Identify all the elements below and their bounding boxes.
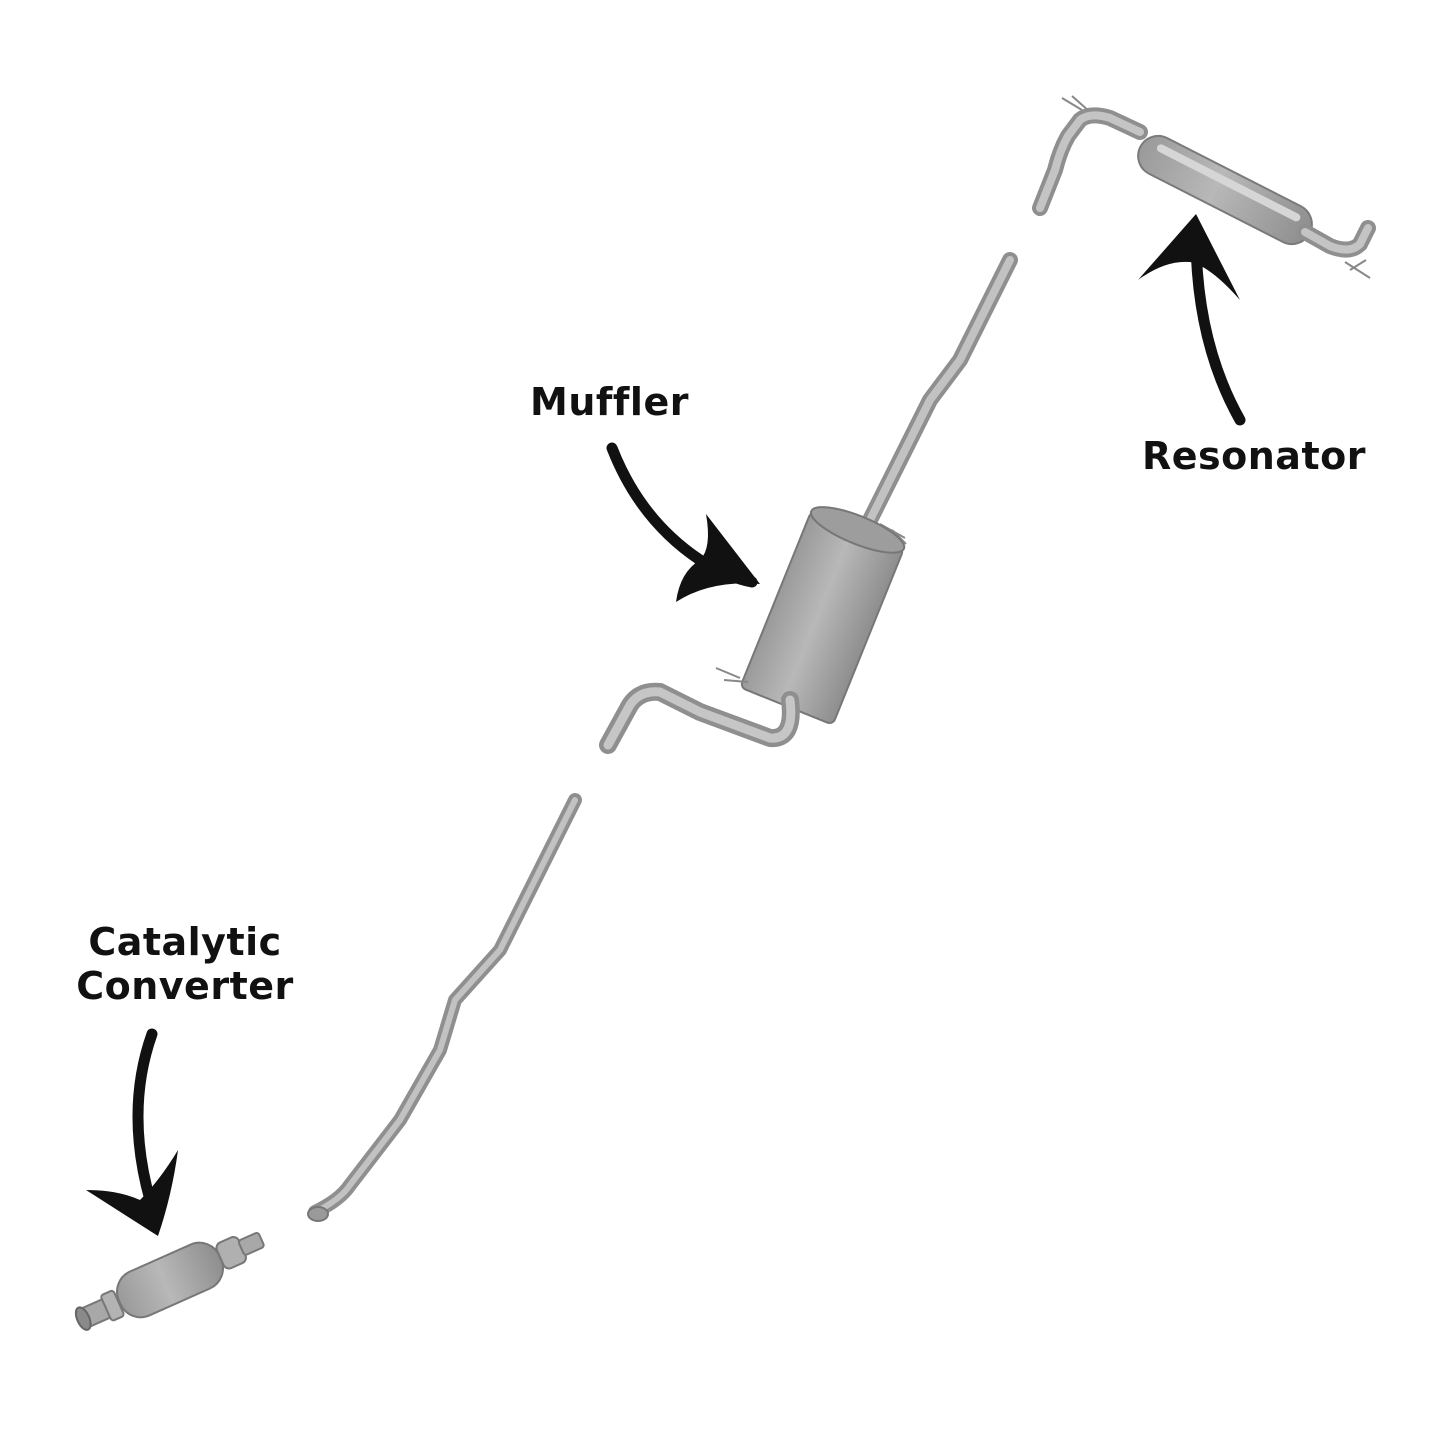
arrowhead-icon (676, 514, 760, 602)
arrowhead-icon (86, 1150, 178, 1236)
muffler-arrow (606, 442, 760, 602)
muffler-assembly (599, 506, 906, 754)
catalytic-label-line1: Catalytic (88, 920, 282, 964)
catalytic-converter (74, 1231, 265, 1331)
resonator-arrow (1138, 214, 1246, 426)
muffler-label: Muffler (530, 380, 689, 424)
catalytic-label-line2: Converter (76, 964, 294, 1008)
resonator-body (1137, 134, 1313, 246)
arrowhead-icon (1138, 214, 1240, 300)
resonator-assembly (1032, 95, 1376, 279)
catalytic-converter-label: Catalytic Converter (72, 920, 298, 1008)
front-pipe (307, 793, 582, 1222)
resonator-label: Resonator (1142, 434, 1366, 478)
catalytic-arrow (86, 1028, 178, 1236)
muffler-body (740, 506, 906, 725)
intermediate-pipe-upper (862, 252, 1018, 545)
